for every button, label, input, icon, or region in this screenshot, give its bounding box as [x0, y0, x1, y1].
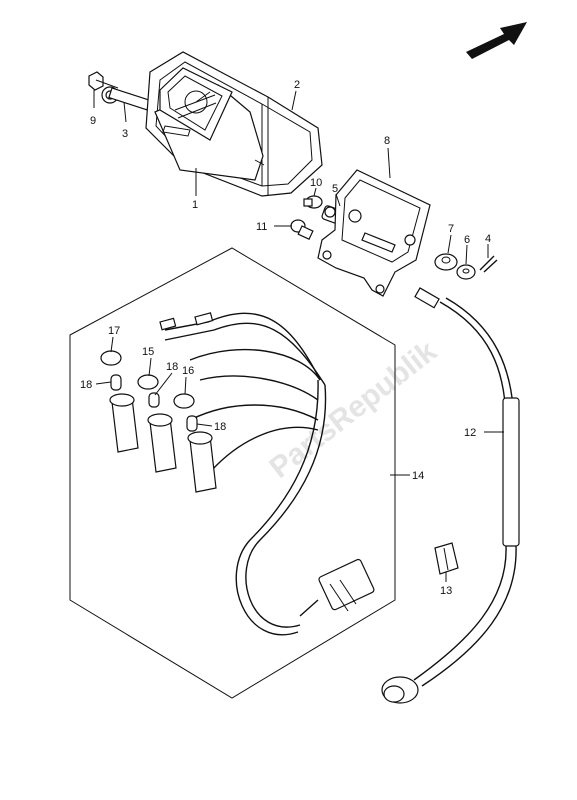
callout-11: 11	[256, 221, 267, 233]
callout-17: 17	[108, 325, 120, 337]
callout-18-middle: 18	[166, 361, 178, 373]
part-14-wiring-harness	[159, 312, 375, 636]
callout-8: 8	[384, 135, 390, 147]
callout-7: 7	[448, 223, 454, 235]
part-18-bulb-c	[186, 415, 198, 432]
callout-15: 15	[142, 346, 154, 358]
harness-panel	[69, 247, 396, 699]
callout-4: 4	[485, 233, 491, 245]
callouts: 9 3 1 2 10 5 11 8 7 6 4 12 13 14 17 15 1…	[80, 79, 491, 597]
callout-9: 9	[90, 115, 96, 127]
callout-12: 12	[464, 427, 476, 439]
callout-6: 6	[464, 234, 470, 246]
part-12-speedo-cable	[381, 287, 520, 704]
part-1-meter-assembly	[154, 67, 265, 181]
callout-3: 3	[122, 128, 128, 140]
part-13-clamp	[434, 542, 459, 575]
part-3-stud	[101, 86, 151, 111]
socket-holders	[109, 393, 217, 493]
part-10-bulb	[303, 195, 323, 209]
callout-2: 2	[294, 79, 300, 91]
part-15-cap	[137, 374, 159, 390]
part-9-bolt	[88, 71, 119, 91]
part-7-grommet	[434, 253, 458, 271]
callout-18-left: 18	[80, 379, 92, 391]
part-6-washer	[456, 264, 476, 280]
callout-18-right: 18	[214, 421, 226, 433]
part-18-bulb-a	[110, 374, 122, 391]
callout-16: 16	[182, 365, 194, 377]
callout-13: 13	[440, 585, 452, 597]
part-4-clip	[479, 255, 498, 273]
part-16-cap	[173, 393, 195, 409]
part-11-screw	[290, 219, 314, 241]
front-direction-arrow	[466, 22, 527, 59]
callout-10: 10	[310, 177, 322, 189]
callout-5: 5	[332, 183, 338, 195]
part-8-bracket	[317, 169, 431, 297]
part-17-cap	[100, 350, 122, 366]
leader-lines	[93, 90, 504, 582]
part-18-bulb-b	[148, 392, 160, 408]
callout-1: 1	[192, 199, 198, 211]
callout-14: 14	[412, 470, 424, 482]
